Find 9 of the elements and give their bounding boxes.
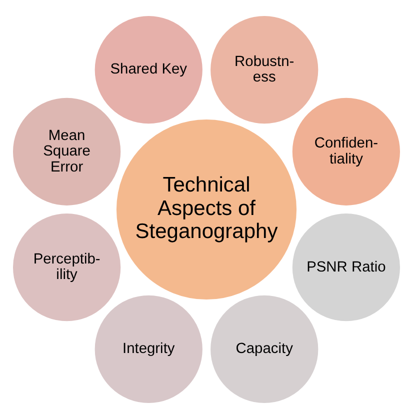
node-circle: Capacity	[208, 294, 320, 405]
node-circle: Robustn- ess	[208, 14, 320, 126]
node-circle: Technical Aspects of Steganography	[114, 118, 298, 302]
node-circle: Shared Key	[93, 14, 204, 126]
node-circle: Perceptib- ility	[11, 212, 122, 323]
node-circle: Mean Square Error	[11, 96, 122, 208]
node-circle: Confiden- tiality	[290, 96, 402, 208]
node-circle: PSNR Ratio	[290, 212, 402, 323]
node-circle: Integrity	[93, 294, 204, 405]
